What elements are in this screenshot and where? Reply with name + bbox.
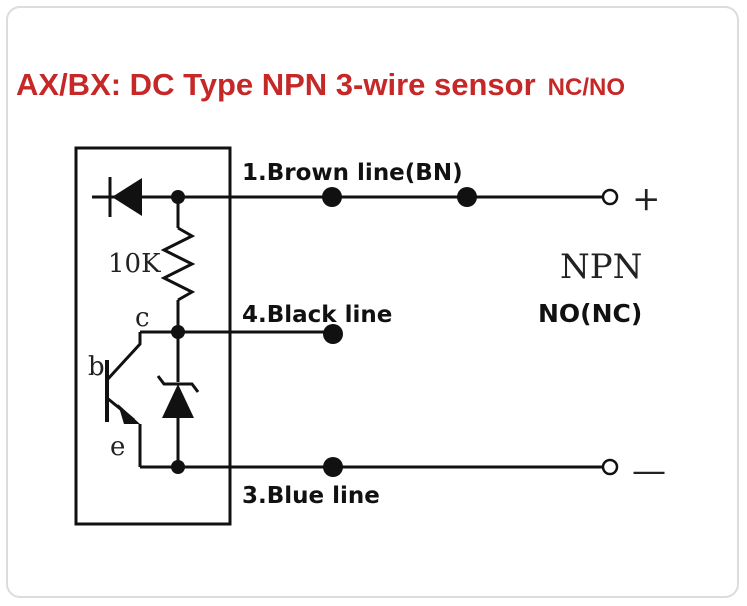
transistor-collector xyxy=(105,332,142,382)
minus-terminal xyxy=(601,458,619,476)
collector-label: c xyxy=(135,303,150,333)
emitter-label: e xyxy=(110,432,125,462)
title-main: AX/BX: DC Type NPN 3-wire sensor xyxy=(16,67,536,102)
mode-label: NO(NC) xyxy=(538,299,642,328)
sensor-body xyxy=(74,146,232,526)
blue-wire-label: 3.Blue line xyxy=(242,483,380,509)
plus-terminal xyxy=(601,188,619,206)
junction-dot xyxy=(171,460,185,474)
junction-dot xyxy=(323,457,343,477)
diagram-frame xyxy=(6,6,739,598)
type-label: NPN xyxy=(560,247,642,287)
plus-sign: + xyxy=(632,179,661,219)
resistor-label: 10K xyxy=(108,249,161,279)
junction-dot xyxy=(323,324,343,344)
minus-sign: — xyxy=(632,451,666,491)
title-suffix: NC/NO xyxy=(548,74,625,101)
black-wire-label: 4.Black line xyxy=(242,302,392,328)
junction-dot xyxy=(457,187,477,207)
base-label: b xyxy=(88,352,105,382)
junction-dot xyxy=(322,187,342,207)
zener-symbol xyxy=(162,384,194,418)
emitter-arrow xyxy=(118,404,140,424)
brown-wire-label: 1.Brown line(BN) xyxy=(242,160,463,186)
diode-symbol xyxy=(112,178,142,216)
resistor-symbol xyxy=(160,226,196,302)
title: AX/BX: DC Type NPN 3-wire sensor NC/NO xyxy=(16,67,625,102)
